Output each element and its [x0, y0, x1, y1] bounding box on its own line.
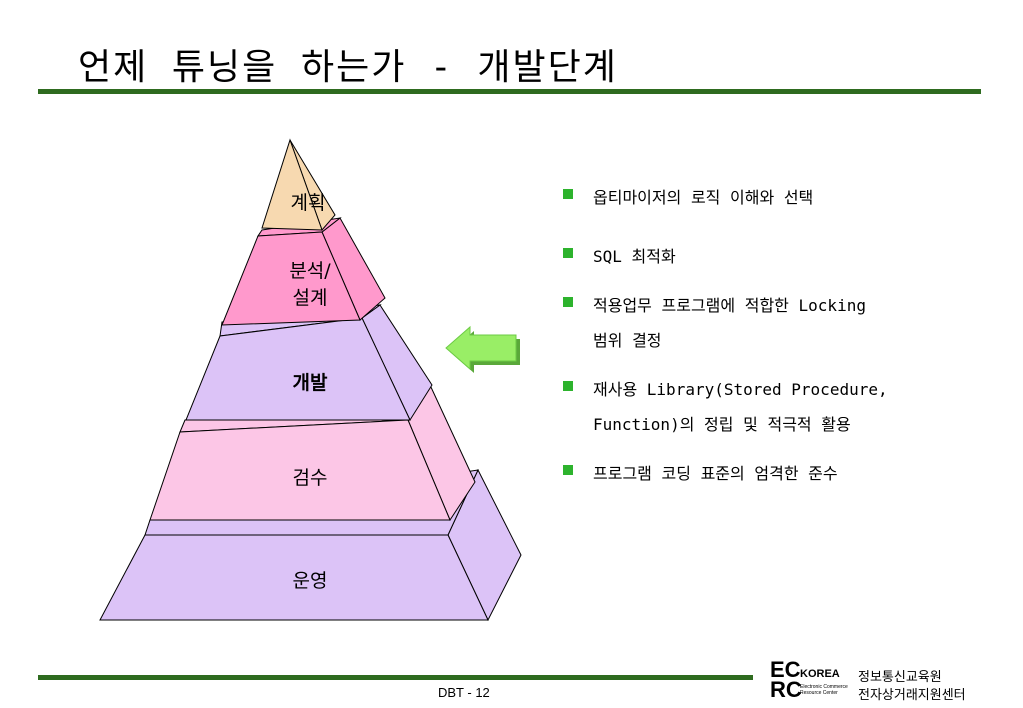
tier-label-design: 분석/ 설계 [275, 258, 345, 312]
bullet-item: 적용업무 프로그램에 적합한 Locking 범위 결정 [563, 288, 1003, 358]
logo-korea: KOREA [800, 668, 840, 680]
bullet-item: 옵티마이저의 로직 이해와 선택 [563, 180, 1003, 215]
page-number: DBT - 12 [438, 685, 490, 700]
bullet-text: SQL 최적화 [593, 247, 676, 266]
pyramid-diagram [99, 138, 522, 622]
left-arrow-icon [445, 325, 520, 373]
bullet-square-icon [563, 381, 573, 391]
bullet-item: SQL 최적화 [563, 239, 1003, 274]
logo-ec: EC [770, 657, 801, 682]
tier-label-test: 검수 [292, 467, 328, 489]
ecrc-logo: EC RC KOREA Electronic Commerce Resource… [770, 657, 1015, 706]
tier-label-plan: 계획 [290, 192, 326, 214]
tier-plan-front [261, 138, 323, 231]
page-title: 언제 튜닝을 하는가 - 개발단계 [78, 47, 618, 88]
bullet-item: 프로그램 코딩 표준의 엄격한 준수 [563, 456, 1003, 491]
logo-org-center: 전자상거래지원센터 [858, 688, 966, 703]
tier-label-ops: 운영 [292, 570, 328, 592]
bullet-list: 옵티마이저의 로직 이해와 선택 SQL 최적화 적용업무 프로그램에 적합한 … [563, 180, 1003, 515]
logo-subtitle-line1: Electronic Commerce [800, 684, 848, 690]
tier-design-front [221, 231, 361, 326]
bullet-text-line1: 재사용 Library(Stored Procedure, [593, 380, 888, 399]
bullet-text: 프로그램 코딩 표준의 엄격한 준수 [593, 464, 838, 483]
logo-org-name: 정보통신교육원 [858, 670, 942, 685]
bullet-square-icon [563, 465, 573, 475]
logo-subtitle-line2: Resource Center [800, 690, 838, 696]
tier-dev-front [185, 317, 411, 421]
tier-label-design-line1: 분석/ [289, 260, 331, 282]
bullet-square-icon [563, 297, 573, 307]
tier-test-front [149, 419, 451, 521]
tier-ops-front [99, 534, 489, 621]
tier-label-design-line2: 설계 [292, 287, 328, 309]
bullet-text-line2: 범위 결정 [593, 331, 662, 350]
logo-subtitle: Electronic Commerce Resource Center [800, 684, 848, 696]
bullet-square-icon [563, 248, 573, 258]
bullet-text-line1: 적용업무 프로그램에 적합한 Locking [593, 296, 866, 315]
bullet-item: 재사용 Library(Stored Procedure, Function)의… [563, 372, 1003, 442]
bullet-text-line2: Function)의 정립 및 적극적 활용 [593, 415, 851, 434]
title-divider [38, 89, 981, 94]
tier-label-dev: 개발 [292, 372, 328, 394]
logo-rc: RC [770, 677, 802, 702]
bullet-square-icon [563, 189, 573, 199]
footer-divider [38, 675, 753, 680]
bullet-text: 옵티마이저의 로직 이해와 선택 [593, 188, 814, 207]
